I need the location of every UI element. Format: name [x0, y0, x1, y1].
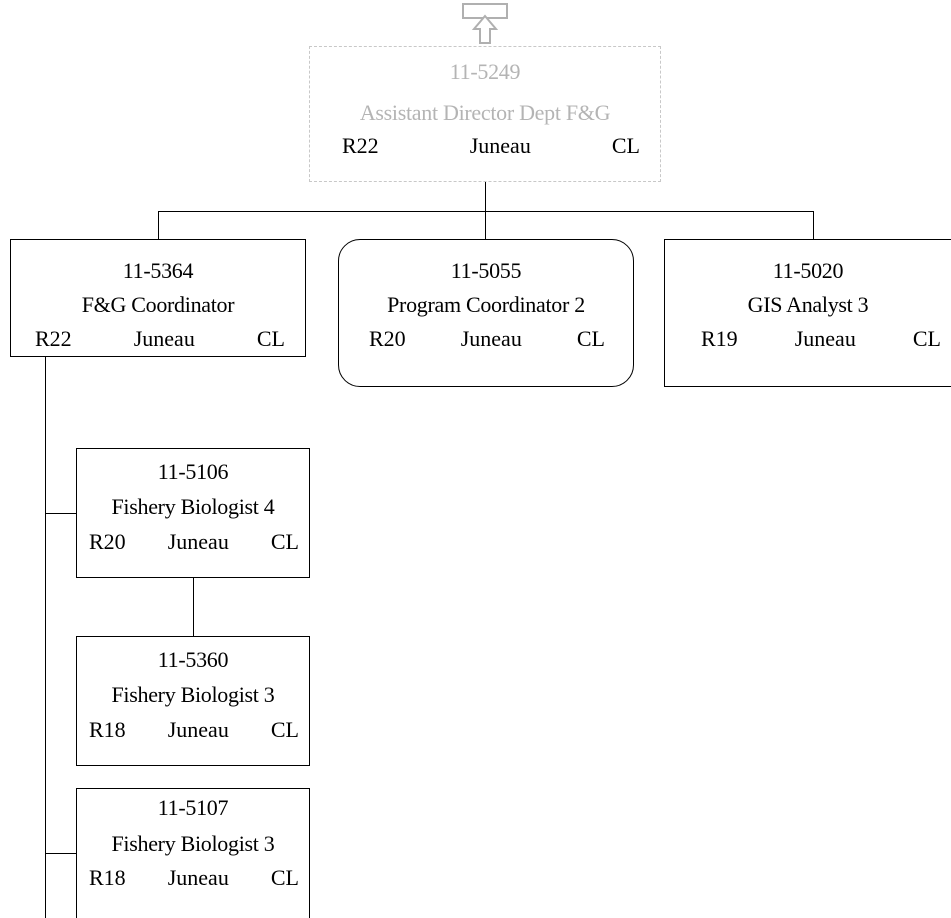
position-title: F&G Coordinator: [81, 292, 235, 317]
position-class: CL: [256, 326, 285, 351]
position-title: GIS Analyst 3: [747, 292, 869, 317]
connector-to-5055: [485, 211, 486, 239]
position-number: 11-5107: [157, 795, 229, 820]
position-location: Juneau: [460, 326, 522, 351]
position-number: 11-5020: [772, 258, 844, 283]
position-class: CL: [576, 326, 605, 351]
position-range: R18: [89, 865, 126, 890]
position-class: CL: [611, 133, 640, 158]
connector-to-5020: [813, 211, 814, 239]
connector-to-5106: [45, 513, 76, 514]
position-number: 11-5364: [122, 258, 194, 283]
position-title: Program Coordinator 2: [387, 292, 585, 317]
position-class: CL: [912, 326, 941, 351]
connector-to-5107: [45, 853, 76, 854]
position-location: Juneau: [167, 717, 229, 742]
position-number: 11-5106: [157, 459, 229, 484]
position-box-5364[interactable]: 11-5364 F&G Coordinator R22 Juneau CL: [10, 239, 306, 357]
position-box-5106[interactable]: 11-5106 Fishery Biologist 4 R20 Juneau C…: [76, 448, 310, 578]
connector-root-down: [485, 182, 486, 212]
position-number: 11-5249: [449, 59, 521, 84]
position-range: R20: [369, 326, 406, 351]
connector-level2-bar: [158, 211, 814, 212]
position-box-5055[interactable]: 11-5055 Program Coordinator 2 R20 Juneau…: [338, 239, 634, 387]
position-range: R19: [701, 326, 738, 351]
position-number: 11-5055: [450, 258, 522, 283]
position-box-5360[interactable]: 11-5360 Fishery Biologist 3 R18 Juneau C…: [76, 636, 310, 766]
position-title: Assistant Director Dept F&G: [359, 100, 611, 125]
position-title: Fishery Biologist 3: [111, 831, 275, 856]
up-arrow-icon[interactable]: [462, 3, 508, 45]
position-range: R22: [35, 326, 72, 351]
connector-5106-5360: [193, 578, 194, 636]
position-box-5107[interactable]: 11-5107 Fishery Biologist 3 R18 Juneau C…: [76, 788, 310, 918]
position-class: CL: [270, 865, 299, 890]
position-title: Fishery Biologist 3: [111, 682, 275, 707]
connector-5364-trunk: [45, 357, 46, 918]
position-location: Juneau: [469, 133, 531, 158]
position-title: Fishery Biologist 4: [111, 494, 275, 519]
position-location: Juneau: [794, 326, 856, 351]
connector-to-5364: [158, 211, 159, 239]
position-range: R22: [342, 133, 379, 158]
position-location: Juneau: [167, 529, 229, 554]
position-range: R18: [89, 717, 126, 742]
position-number: 11-5360: [157, 647, 229, 672]
position-box-root[interactable]: 11-5249 Assistant Director Dept F&G R22 …: [309, 46, 661, 182]
position-location: Juneau: [133, 326, 195, 351]
position-location: Juneau: [167, 865, 229, 890]
position-range: R20: [89, 529, 126, 554]
position-class: CL: [270, 717, 299, 742]
position-class: CL: [270, 529, 299, 554]
position-box-5020[interactable]: 11-5020 GIS Analyst 3 R19 Juneau CL: [664, 239, 951, 387]
